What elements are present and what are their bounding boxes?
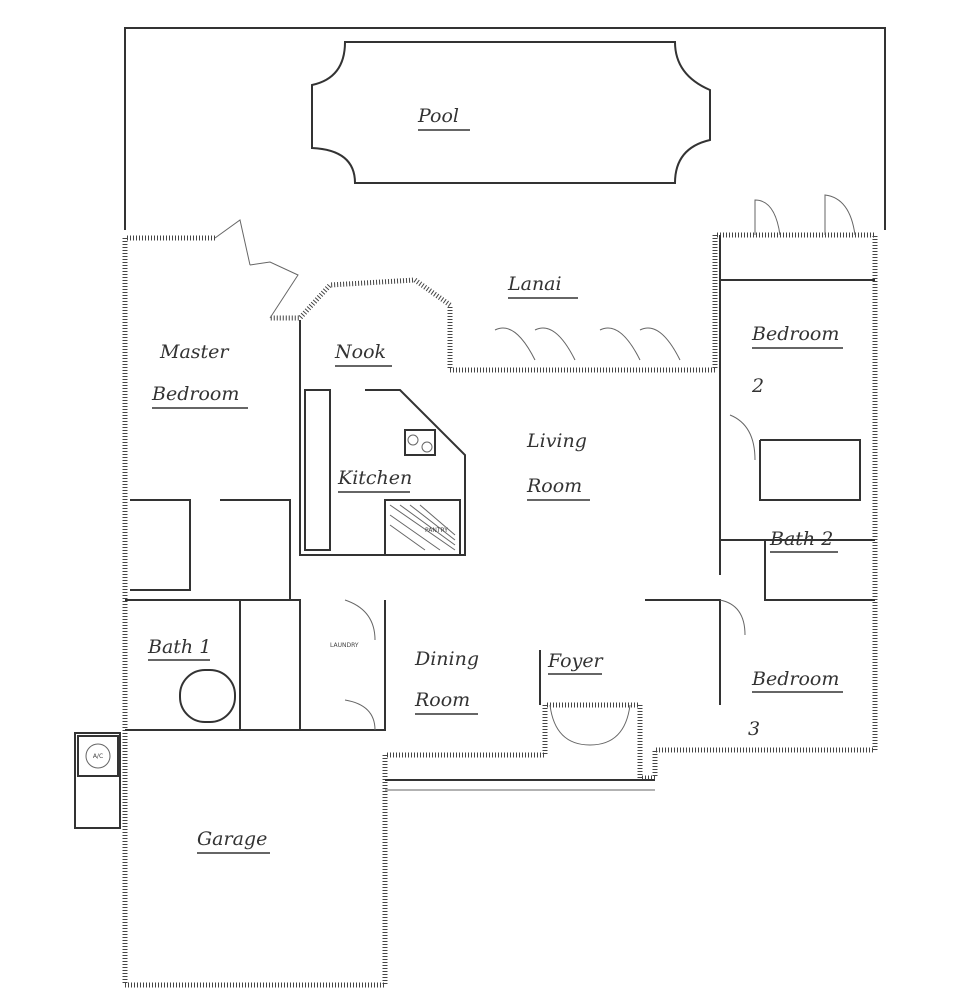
- label-bedroom2: Bedroom: [751, 323, 839, 345]
- label-nook: Nook: [334, 341, 386, 363]
- label-pool: Pool: [417, 105, 459, 127]
- label-dining: Dining: [414, 648, 479, 670]
- label-garage: Garage: [197, 828, 267, 850]
- label-master: Master: [159, 341, 230, 363]
- room-labels: Pool Lanai Master Bedroom Nook Kitchen L…: [147, 105, 843, 854]
- label-bath2: Bath 2: [769, 528, 833, 550]
- label-master-bedroom: Bedroom: [151, 383, 239, 405]
- label-living: Living: [526, 430, 587, 452]
- label-dining-room: Room: [414, 689, 470, 711]
- label-living-room: Room: [526, 475, 582, 497]
- ac-unit: A/C: [74, 732, 121, 829]
- label-bath1: Bath 1: [147, 636, 211, 658]
- interior-walls: [125, 235, 875, 731]
- label-kitchen: Kitchen: [337, 467, 412, 489]
- exterior-walls: [122, 232, 878, 988]
- label-bedroom2-number: 2: [751, 375, 764, 397]
- label-bedroom3: Bedroom: [751, 668, 839, 690]
- pool: [311, 41, 711, 184]
- doors: [214, 194, 856, 746]
- laundry-label: LAUNDRY: [330, 642, 359, 649]
- label-lanai: Lanai: [507, 273, 562, 295]
- pantry-label: PANTRY: [425, 527, 448, 534]
- svg-text:A/C: A/C: [93, 753, 103, 760]
- label-foyer: Foyer: [547, 650, 605, 672]
- label-bedroom3-number: 3: [748, 718, 760, 740]
- pool-enclosure: [124, 27, 886, 230]
